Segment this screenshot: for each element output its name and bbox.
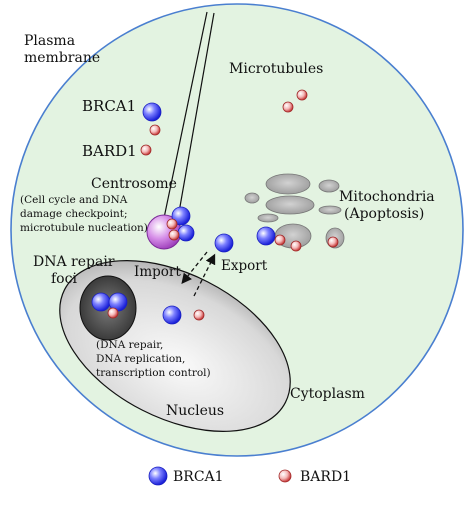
bard1-molecule: [290, 240, 302, 252]
bard1-molecule: [193, 309, 205, 321]
import-label: Import: [134, 264, 181, 280]
export-arrow: [193, 253, 216, 297]
bard1-molecule: [274, 234, 286, 246]
brca1-label: BRCA1: [82, 97, 136, 115]
bard1-molecule: [327, 236, 339, 248]
legend-bard1-swatch: [278, 469, 292, 483]
nucleus-function-note: DNA replication,: [96, 353, 185, 365]
brca1-molecule: [256, 226, 276, 246]
brca1-molecule: [214, 233, 234, 253]
nucleus-label: Nucleus: [166, 403, 224, 419]
mitochondria-label: (Apoptosis): [344, 206, 424, 222]
microtubules: [163, 11, 215, 219]
centrosome-label: Centrosome: [91, 176, 177, 192]
centrosome-function-note: microtubule nucleation): [20, 222, 148, 234]
plasma-membrane-label: Plasma: [24, 33, 75, 49]
legend-brca1-label: BRCA1: [173, 469, 224, 485]
microtubules-label: Microtubules: [229, 61, 323, 77]
nucleus-function-note: (DNA repair,: [96, 339, 163, 351]
brca1-molecule: [142, 102, 162, 122]
bard1-molecules: [107, 89, 339, 321]
brca1-molecule: [177, 224, 195, 242]
legend-brca1-swatch: [148, 466, 168, 486]
brca1-molecule: [91, 292, 111, 312]
mitochondria-label: Mitochondria: [339, 189, 435, 205]
bard1-label: BARD1: [82, 142, 137, 160]
centrosome-function-note: (Cell cycle and DNA: [20, 194, 128, 206]
bard1-molecule: [140, 144, 152, 156]
dna-repair-foci-label: DNA repair: [33, 254, 115, 270]
export-label: Export: [221, 258, 268, 274]
legend-bard1-label: BARD1: [300, 469, 351, 485]
brca1-molecule: [162, 305, 182, 325]
plasma-membrane-label: membrane: [24, 50, 100, 66]
dna-repair-foci-label: foci: [51, 271, 77, 287]
brca1-molecule: [171, 206, 191, 226]
nucleus-function-note: transcription control): [96, 367, 211, 379]
cytoplasm-label: Cytoplasm: [290, 386, 365, 402]
bard1-molecule: [107, 307, 119, 319]
legend: BRCA1 BARD1: [148, 466, 351, 486]
bard1-molecule: [168, 229, 180, 241]
bard1-molecule: [296, 89, 308, 101]
bard1-molecule: [149, 124, 161, 136]
centrosome-function-note: damage checkpoint;: [20, 208, 128, 220]
bard1-molecule: [282, 101, 294, 113]
bard1-molecule: [166, 218, 178, 230]
